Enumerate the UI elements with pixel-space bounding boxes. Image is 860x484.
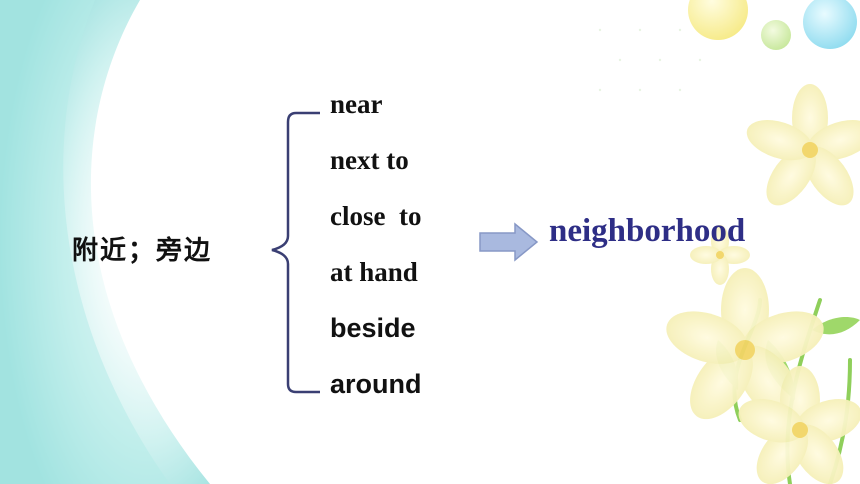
synonym-item: near <box>330 89 383 119</box>
chinese-term: 附近；旁边 <box>72 236 213 266</box>
synonym-item: around <box>330 369 422 399</box>
synonym-list: near next to close to at hand beside aro… <box>330 84 422 420</box>
synonym-item: close to <box>330 201 422 231</box>
flower <box>666 84 860 484</box>
target-word: neighborhood <box>549 213 746 249</box>
synonym-item: next to <box>330 145 409 175</box>
synonym-item: beside <box>330 313 416 343</box>
synonym-item: at hand <box>330 257 418 287</box>
